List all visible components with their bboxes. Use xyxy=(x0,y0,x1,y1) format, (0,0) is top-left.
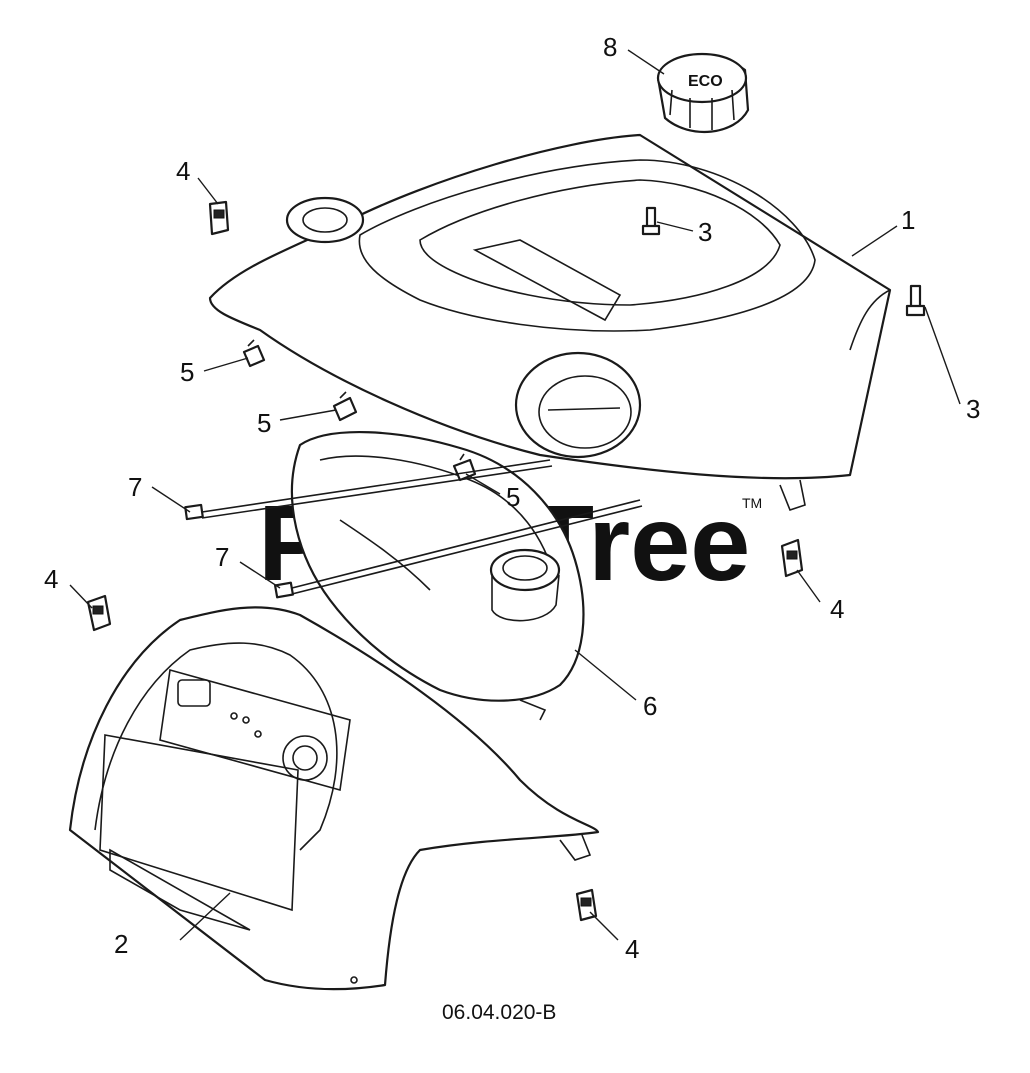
callout-4: 4 xyxy=(176,156,190,186)
callout-7: 7 xyxy=(128,472,142,502)
clip-part xyxy=(208,200,230,236)
screw-part xyxy=(641,206,661,236)
callout-5: 5 xyxy=(180,357,194,387)
leader-lines xyxy=(69,49,961,941)
callout-4: 4 xyxy=(625,934,639,964)
callout-4: 4 xyxy=(830,594,844,624)
screw-part xyxy=(905,284,926,317)
callout-6: 6 xyxy=(643,691,657,721)
clip-part xyxy=(780,538,804,578)
retainer-part xyxy=(242,339,266,368)
callout-5: 5 xyxy=(257,408,271,438)
callout-8: 8 xyxy=(603,32,617,62)
upper-shroud-part xyxy=(208,133,892,511)
callout-4: 4 xyxy=(44,564,58,594)
retainer-part xyxy=(452,453,477,482)
callout-1: 1 xyxy=(901,205,915,235)
callout-3: 3 xyxy=(698,217,712,247)
callout-3: 3 xyxy=(966,394,980,424)
fuel-cap-part: ECO xyxy=(656,52,750,134)
fuel-tank-part xyxy=(290,431,585,721)
watermark-trademark: TM xyxy=(742,495,762,511)
svg-text:ECO: ECO xyxy=(688,73,723,90)
cable-tie-part xyxy=(184,459,553,521)
callout-7: 7 xyxy=(215,542,229,572)
clip-part xyxy=(86,594,112,632)
callout-2: 2 xyxy=(114,929,128,959)
cable-tie-part xyxy=(273,499,643,599)
callout-5: 5 xyxy=(506,482,520,512)
lower-cover-part xyxy=(68,606,600,991)
retainer-part xyxy=(332,391,358,422)
drawing-code: 06.04.020-B xyxy=(442,1001,556,1024)
